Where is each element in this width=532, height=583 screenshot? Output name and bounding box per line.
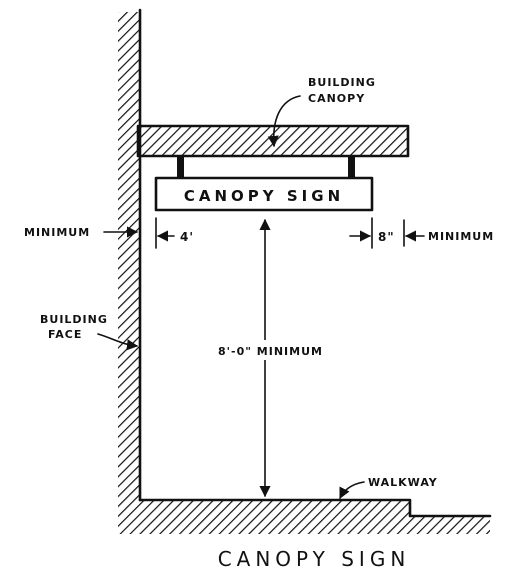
building-face-label-1: BUILDING <box>40 313 108 326</box>
dim-right-label: 8" <box>378 230 395 244</box>
building-canopy-label-2: CANOPY <box>308 92 365 105</box>
building-wall <box>118 8 142 518</box>
canopy-leader <box>267 95 301 148</box>
walkway-label: WALKWAY <box>368 476 438 489</box>
canopy-sign-box: CANOPY SIGN <box>154 176 374 212</box>
minimum-left-label: MINIMUM <box>24 226 90 239</box>
building-face-leader <box>97 333 139 351</box>
sign-text: CANOPY SIGN <box>184 187 344 205</box>
minimum-right-label: MINIMUM <box>428 230 494 243</box>
clearance-label: 8'-0" MINIMUM <box>218 345 323 358</box>
sign-hangers <box>177 156 355 178</box>
building-canopy-label-1: BUILDING <box>308 76 376 89</box>
dim-left-label: 4' <box>180 230 194 244</box>
diagram-caption: CANOPY SIGN <box>218 547 411 571</box>
building-face-label-2: FACE <box>48 328 82 341</box>
walkway-ground <box>118 498 492 534</box>
walkway-leader <box>339 481 365 500</box>
